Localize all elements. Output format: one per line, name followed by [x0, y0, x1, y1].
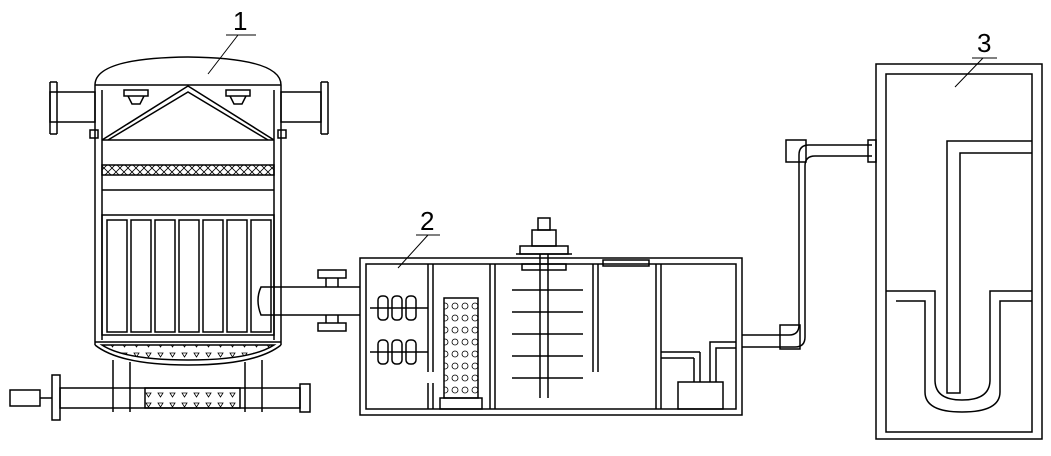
bottom-media — [99, 344, 277, 361]
label-unit-2: 2 — [420, 206, 434, 236]
tank-vent — [602, 259, 650, 267]
bottom-drain-pipe — [9, 374, 311, 421]
label-unit-3: 3 — [977, 28, 991, 58]
support-lug-right — [277, 129, 287, 139]
heating-coil-lower — [370, 339, 428, 365]
support-lug-left — [89, 129, 99, 139]
leader-line-1 — [207, 34, 239, 75]
connecting-pipe — [742, 139, 877, 350]
vessel-1 — [9, 56, 360, 421]
transfer-pump — [661, 341, 736, 410]
agitator-shaft — [512, 254, 583, 398]
mesh-layer — [101, 164, 275, 176]
tank-3-outer — [875, 63, 1043, 440]
vessel-dome — [94, 56, 282, 86]
tank-outer — [359, 257, 743, 416]
spray-nozzle-right — [225, 89, 251, 105]
tank-2 — [359, 217, 743, 416]
leader-line-2 — [397, 234, 429, 269]
inlet-pipe-left — [49, 81, 96, 135]
filter-cartridges — [101, 214, 275, 336]
label-unit-1: 1 — [233, 6, 247, 36]
agitator-motor — [516, 217, 572, 255]
inlet-pipe-right — [280, 81, 329, 135]
media-column — [443, 297, 479, 399]
leader-line-3 — [954, 57, 984, 88]
spray-nozzle-left — [123, 89, 149, 105]
deflector-cone — [101, 85, 275, 141]
outlet-pipe — [257, 269, 360, 332]
tank-3 — [875, 63, 1043, 440]
heating-coil-upper — [370, 295, 428, 321]
